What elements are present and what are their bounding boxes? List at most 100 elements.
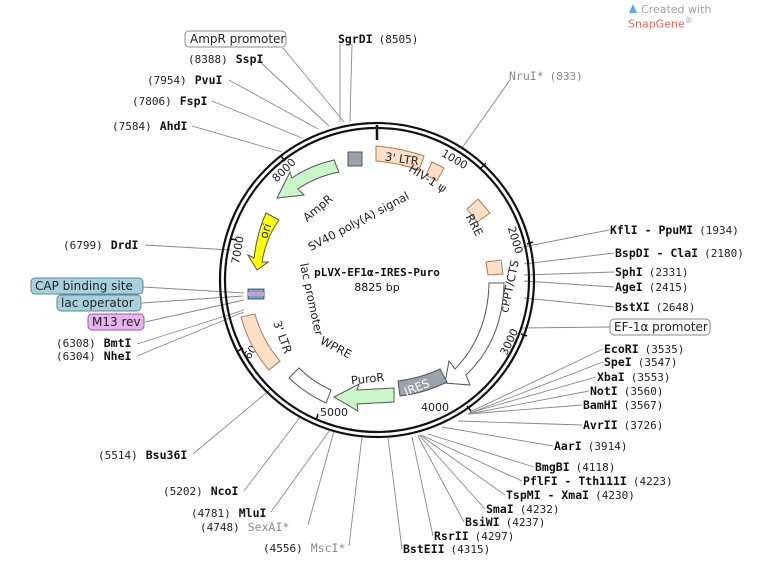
site-pflfi-name: PflFI - Tth111I — [523, 474, 627, 488]
plasmid-name: pLVX-EF1α-IRES-Puro — [314, 266, 440, 279]
site-bsteii: BstEII (4315) — [403, 542, 490, 556]
site-bmti: (6308)BmtI — [56, 336, 131, 350]
m13-rev-feature — [248, 292, 264, 296]
ampr-label: AmpR — [300, 192, 335, 225]
ef1a-promoter-box-label: EF-1α promoter — [614, 320, 708, 334]
site-bstxi: BstXI(2648) — [615, 300, 695, 314]
site-spei: SpeI (3547) — [604, 355, 677, 369]
site-sexai-name: SexAI* — [248, 520, 290, 534]
site-kfli-pos: (1934) — [699, 224, 739, 237]
site-nrui: NruI*(833) — [509, 69, 583, 83]
site-drdi-pos: (6799) — [63, 239, 103, 252]
site-pvui-pos: (7954) — [147, 74, 187, 87]
site-pvui-name: PvuI — [195, 73, 223, 87]
site-aari-name: AarI — [554, 439, 582, 453]
site-mlui: (4781)MluI — [191, 506, 266, 520]
ampr-promoter-box: AmpR promoter — [184, 30, 287, 48]
site-nhei-pos: (6304) — [56, 350, 96, 363]
site-bspdi-name: BspDI - ClaI — [615, 246, 698, 260]
site-smai: SmaI(4232) — [486, 502, 559, 516]
m13-rev-box-label: M13 rev — [92, 315, 141, 329]
site-nhei: (6304) NheI — [56, 349, 131, 363]
credit-brand: SnapGene — [628, 17, 685, 31]
site-rsrii-pos: (4297) — [475, 530, 515, 543]
site-bmgbi-name: BmgBI — [535, 460, 570, 474]
site-ahdi-name: AhdI — [160, 119, 188, 133]
ltr-top-feature — [375, 145, 425, 171]
site-spei-name: SpeI — [604, 355, 632, 369]
site-msci-name: MscI* — [311, 541, 346, 555]
tick-label-5000: 5000 — [320, 406, 348, 419]
site-sgrdi: SgrDI (8505) — [338, 32, 418, 46]
site-drdi: (6799)DrdI — [63, 238, 138, 252]
ltr-left-label: 3' LTR — [270, 319, 295, 356]
site-ecori-pos: (3535) — [645, 343, 685, 356]
site-sspi-pos: (8388) — [188, 53, 228, 66]
site-bsteii-pos: (4315) — [451, 543, 491, 556]
ef1a-promoter-box: EF-1α promoter — [609, 318, 711, 336]
site-rsrii-name: RsrII — [434, 529, 469, 543]
ltr-left-feature — [240, 313, 281, 371]
ires-feature — [397, 368, 448, 397]
site-ncoi-pos: (5202) — [163, 485, 203, 498]
site-ncoi-name: NcoI — [211, 484, 239, 498]
cap-site-box-label: CAP binding site — [35, 279, 133, 293]
site-nrui-pos: (833) — [550, 70, 583, 83]
site-agei: AgeI(2415) — [615, 280, 688, 294]
ori-label: ori — [256, 222, 274, 241]
site-msci-pos: (4556) — [263, 542, 303, 555]
site-xbai-pos: (3553) — [631, 371, 671, 384]
site-kfli: KflI - PpuMI (1934) — [610, 223, 739, 237]
site-bspdi: BspDI - ClaI (2180) — [615, 246, 744, 260]
ampr-promoter-box-label: AmpR promoter — [190, 32, 285, 46]
site-sphi-pos: (2331) — [649, 266, 689, 279]
site-fspi: (7806)FspI — [132, 94, 207, 108]
site-kfli-name: KflI - PpuMI — [610, 223, 693, 237]
site-sphi-name: SphI — [615, 265, 643, 279]
site-bamhi-name: BamHI — [583, 398, 618, 412]
site-pflfi-pos: (4223) — [633, 475, 673, 488]
site-smai-pos: (4232) — [520, 503, 560, 516]
site-bspdi-pos: (2180) — [704, 247, 744, 260]
site-tspmi-name: TspMI - XmaI — [506, 488, 589, 502]
site-agei-name: AgeI — [615, 280, 643, 294]
site-sexai: (4748) SexAI* — [200, 520, 289, 534]
site-ncoi: (5202) NcoI — [163, 484, 238, 498]
site-mlui-name: MluI — [239, 506, 267, 520]
tick-label-3000: 3000 — [498, 327, 522, 358]
site-msci: (4556) MscI* — [263, 541, 345, 555]
hiv-psi-label: HIV-1 ψ — [406, 161, 449, 195]
site-nhei-name: NheI — [104, 349, 132, 363]
site-sspi: (8388)SspI — [188, 52, 263, 66]
site-bsu36i: (5514)Bsu36I — [98, 448, 187, 462]
m13-rev-box: M13 rev — [87, 313, 145, 331]
site-bstxi-name: BstXI — [615, 300, 650, 314]
site-pvui: (7954) PvuI — [147, 73, 222, 87]
site-sgrdi-pos: (8505) — [379, 33, 419, 46]
snapgene-logo-icon — [629, 4, 637, 13]
site-spei-pos: (3547) — [638, 356, 678, 369]
site-ahdi-pos: (7584) — [112, 120, 152, 133]
site-bsiwi: BsiWI(4237) — [465, 515, 545, 529]
site-sgrdi-name: SgrDI — [338, 32, 373, 46]
site-rsrii: RsrII (4297) — [434, 529, 514, 543]
site-noti-pos: (3560) — [624, 385, 664, 398]
site-pflfi: PflFI - Tth111I (4223) — [523, 474, 673, 488]
rre-feature — [466, 198, 491, 223]
credit-prefix: Created with — [641, 3, 712, 16]
site-bsiwi-pos: (4237) — [506, 516, 546, 529]
backbone-outer-strand — [218, 121, 536, 439]
site-bmgbi: BmgBI(4118) — [535, 460, 615, 474]
lac-operator-box-label: lac operator — [61, 296, 134, 310]
site-bamhi: BamHI(3567) — [583, 398, 663, 412]
site-bsteii-name: BstEII — [403, 542, 445, 556]
site-bmti-name: BmtI — [104, 336, 132, 350]
lac-operator-box: lac operator — [56, 294, 142, 312]
site-sexai-pos: (4748) — [200, 521, 240, 534]
site-bsu36i-pos: (5514) — [98, 449, 138, 462]
cppt-feature — [485, 259, 504, 276]
site-ahdi: (7584) AhdI — [112, 119, 187, 133]
site-ecori-name: EcoRI — [604, 342, 639, 356]
wpre-label: WPRE — [318, 333, 354, 361]
